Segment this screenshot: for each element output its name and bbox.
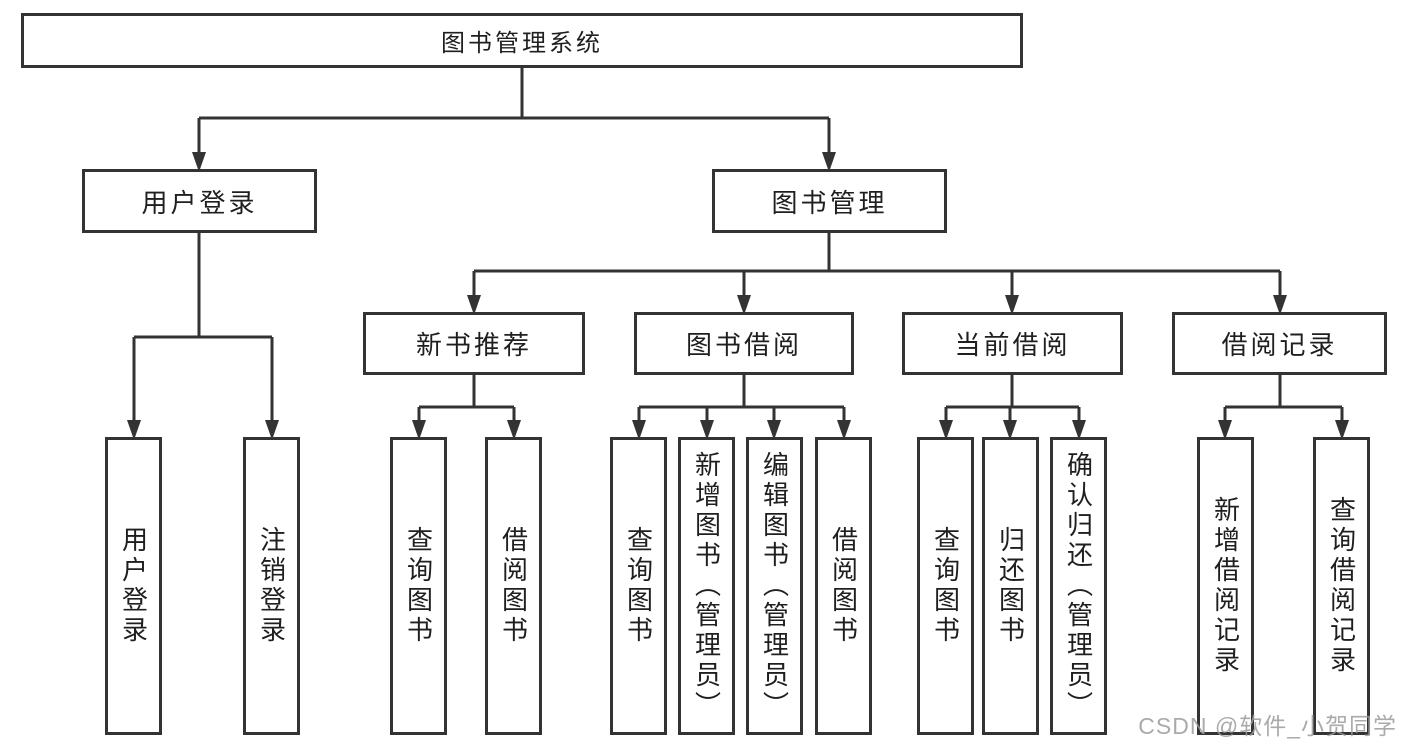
leaf-label: 查询借阅记录 — [1326, 496, 1357, 676]
node-book-management: 图书管理 — [712, 169, 947, 233]
leaf-label: 查询图书 — [403, 526, 434, 646]
leaf-logout: 注销登录 — [243, 437, 300, 735]
node-label: 用户登录 — [141, 187, 258, 218]
leaf-add-borrow-record: 新增借阅记录 — [1197, 437, 1254, 735]
leaf-borrow-books-recommend: 借阅图书 — [485, 437, 542, 735]
node-label: 借阅记录 — [1221, 330, 1338, 360]
leaf-label: 用户登录 — [118, 526, 149, 646]
leaf-edit-books-admin: 编辑图书（管理员） — [746, 437, 803, 735]
leaf-user-login: 用户登录 — [105, 437, 162, 735]
leaf-label: 归还图书 — [995, 526, 1026, 646]
leaf-return-books: 归还图书 — [982, 437, 1039, 735]
node-label: 当前借阅 — [954, 330, 1071, 360]
node-book-borrowing: 图书借阅 — [634, 312, 854, 375]
node-label: 图书管理 — [771, 187, 888, 218]
leaf-query-books-current: 查询图书 — [917, 437, 974, 735]
leaf-query-books-recommend: 查询图书 — [390, 437, 447, 735]
leaf-label: 新增借阅记录 — [1210, 496, 1241, 676]
leaf-query-books-borrowing: 查询图书 — [610, 437, 667, 735]
leaf-label: 查询图书 — [930, 526, 961, 646]
leaf-borrow-books-borrowing: 借阅图书 — [815, 437, 872, 735]
arrowhead-icons — [127, 152, 1349, 440]
node-library-management-system: 图书管理系统 — [21, 13, 1023, 68]
leaf-label: 注销登录 — [256, 526, 287, 646]
node-current-borrowing: 当前借阅 — [902, 312, 1123, 375]
node-label: 新书推荐 — [415, 330, 532, 360]
leaf-query-borrow-record: 查询借阅记录 — [1313, 437, 1370, 735]
leaf-label: 查询图书 — [623, 526, 654, 646]
node-user-login: 用户登录 — [82, 169, 317, 233]
leaf-label: 确认归还（管理员） — [1063, 451, 1094, 721]
leaf-label: 编辑图书（管理员） — [759, 451, 790, 721]
leaf-label: 借阅图书 — [828, 526, 859, 646]
node-label: 图书管理系统 — [441, 30, 603, 57]
leaf-label: 新增图书（管理员） — [691, 451, 722, 721]
node-new-book-recommend: 新书推荐 — [363, 312, 585, 375]
leaf-confirm-return-admin: 确认归还（管理员） — [1050, 437, 1107, 735]
leaf-label: 借阅图书 — [498, 526, 529, 646]
leaf-add-books-admin: 新增图书（管理员） — [678, 437, 735, 735]
node-label: 图书借阅 — [685, 330, 802, 360]
node-borrowing-records: 借阅记录 — [1172, 312, 1387, 375]
